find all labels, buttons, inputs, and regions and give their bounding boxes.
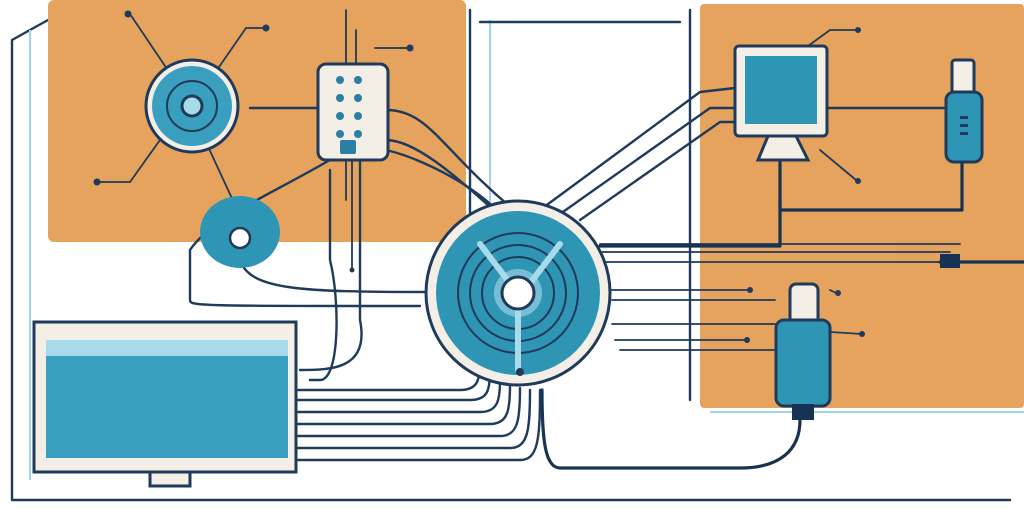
wires — [93, 9, 1024, 470]
target-dial-icon — [144, 58, 240, 154]
central-hub-icon — [424, 199, 612, 387]
usb-stick-icon — [944, 58, 984, 164]
plug-socket-icon — [316, 62, 390, 162]
small-monitor-icon — [733, 44, 829, 162]
round-button-icon — [200, 196, 280, 268]
frame-lines — [10, 8, 1012, 502]
left-orange-panel — [48, 0, 466, 242]
connector-plug-icon — [774, 254, 960, 420]
monitor-icon — [32, 320, 298, 488]
